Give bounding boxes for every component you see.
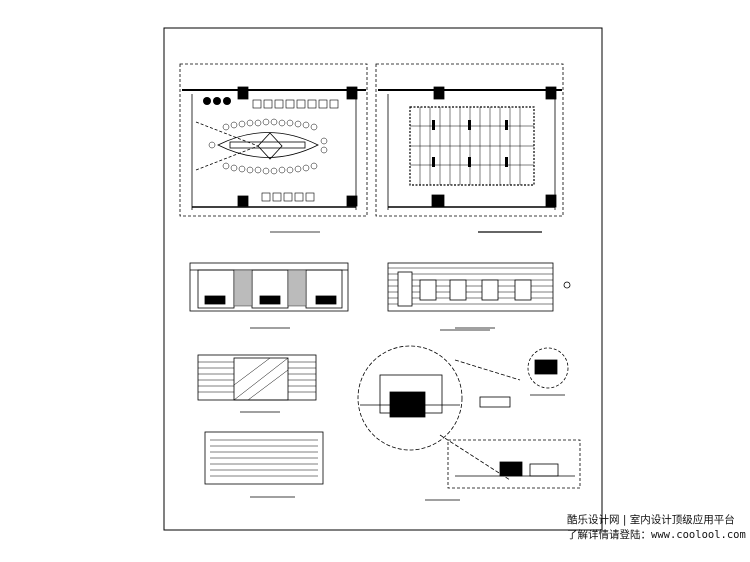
elevation-b [387,262,571,329]
watermark-line2: 了解详情请登陆：www.coolool.com [567,527,746,542]
detail-callout [357,329,581,501]
sheet-border [163,27,603,531]
ceiling-plan [375,63,564,233]
watermark-label: 了解详情请登陆： [567,529,651,541]
elevation-c [197,354,317,413]
floor-plan [179,63,368,233]
elevation-d [204,431,324,498]
watermark-url: www.coolool.com [651,529,746,541]
watermark-line1: 酷乐设计网 | 室内设计顶级应用平台 [567,514,735,526]
elevation-a [189,262,349,329]
